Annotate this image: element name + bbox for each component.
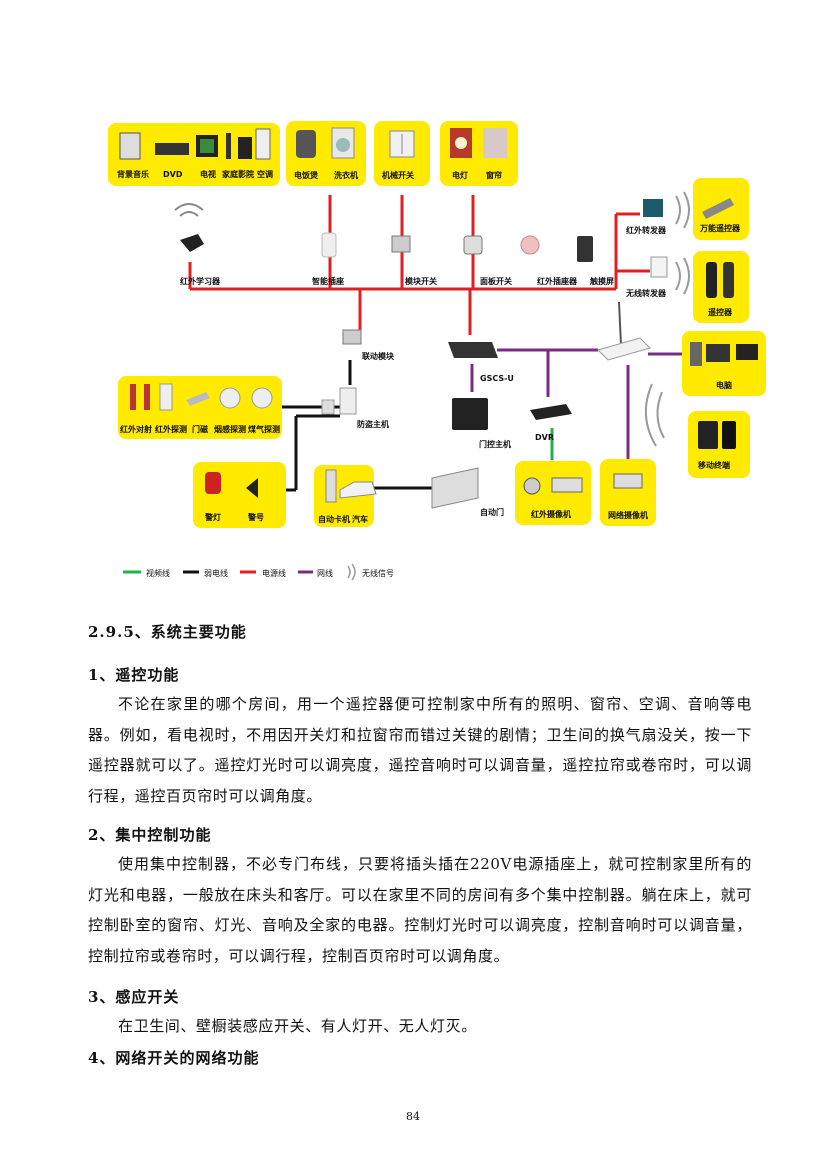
label-smart-socket: 智能插座	[312, 276, 344, 286]
label-dvr: DVR	[535, 433, 554, 442]
wireless-signal-arcs	[644, 191, 690, 447]
smart-home-system-diagram: 背景音乐 DVD 电视 家庭影院 空调 电饭煲 洗衣机 机械开关 电灯 窗帘 红…	[108, 121, 766, 581]
gscs-host: GSCS-U	[448, 342, 514, 383]
panel-mobile: 移动终端	[688, 411, 750, 478]
label-siren: 警号	[247, 512, 264, 522]
label-panel-switch: 面板开关	[480, 276, 512, 286]
label-auto-door: 自动门	[480, 507, 504, 517]
panel-alarms: 警灯 警号	[193, 462, 286, 528]
section-title: 2.9.5、系统主要功能	[88, 623, 247, 641]
para-central-control: 使用集中控制器，不必专门布线，只要将插头插在220V电源插座上，就可控制家里所有…	[88, 855, 752, 965]
label-module-switch: 模块开关	[405, 276, 437, 286]
ir-learner: 红外学习器	[174, 203, 221, 286]
label-ir-detect: 红外探测	[155, 424, 187, 434]
label-linkage-module: 联动模块	[362, 351, 395, 361]
label-gas-detect: 煤气探测	[248, 424, 280, 434]
label-door-host: 门控主机	[479, 439, 511, 449]
page-number: 84	[406, 1110, 420, 1123]
heading-network-switch: 4、网络开关的网络功能	[88, 1049, 260, 1067]
label-lamp: 电灯	[452, 170, 468, 180]
label-ir-beam: 红外对射	[120, 424, 152, 434]
panel-computer: 电脑	[682, 331, 766, 396]
legend-wireless: 无线信号	[362, 568, 394, 578]
label-mobile: 移动终端	[698, 460, 730, 470]
power-lines	[188, 195, 650, 335]
label-ac: 空调	[257, 169, 273, 179]
panel-net-camera: 网络摄像机	[600, 459, 656, 526]
legend-weak: 弱电线	[204, 568, 228, 578]
panel-appliances: 电饭煲 洗衣机	[286, 121, 366, 186]
legend-network: 网线	[317, 568, 333, 578]
panel-access: 自动卡机 汽车	[314, 465, 377, 527]
label-touch-screen: 触摸屏	[590, 276, 614, 286]
label-ir-socket: 红外插座器	[537, 276, 578, 286]
label-ir-repeater: 红外转发器	[626, 225, 667, 235]
auto-door: 自动门	[431, 467, 504, 517]
label-universal-remote: 万能遥控器	[699, 223, 741, 233]
label-warn-light: 警灯	[204, 512, 221, 522]
label-bg-music: 背景音乐	[117, 169, 149, 179]
label-home-theater: 家庭影院	[222, 169, 254, 179]
label-wireless-repeater: 无线转发器	[625, 288, 667, 298]
para-remote-control: 不论在家里的哪个房间，用一个遥控器便可控制家中所有的照明、窗帘、空调、音响等电器…	[88, 695, 752, 805]
label-smoke-detect: 烟感探测	[214, 424, 246, 434]
panel-universal-remote: 万能遥控器	[693, 178, 749, 240]
label-ir-learner: 红外学习器	[180, 276, 221, 286]
panel-ir-camera: 红外摄像机	[515, 461, 591, 525]
heading-central-control: 2、集中控制功能	[88, 826, 212, 844]
dvr: DVR	[530, 404, 572, 442]
label-curtain: 窗帘	[486, 170, 502, 180]
label-washer: 洗衣机	[334, 170, 358, 180]
panel-remote: 遥控器	[693, 251, 749, 323]
panel-lighting: 电灯 窗帘	[440, 121, 518, 186]
legend-power: 电源线	[262, 568, 286, 578]
door-host: 门控主机	[452, 398, 511, 449]
label-dvd: DVD	[163, 170, 183, 179]
label-net-camera: 网络摄像机	[608, 510, 648, 520]
network-lines	[470, 348, 682, 460]
label-computer: 电脑	[716, 380, 732, 390]
label-ir-camera: 红外摄像机	[531, 509, 571, 519]
legend-video: 视频线	[146, 568, 170, 578]
heading-remote-control: 1、遥控功能	[88, 666, 180, 684]
label-card-machine: 自动卡机	[318, 514, 350, 524]
label-door-sensor: 门磁	[192, 424, 208, 434]
label-remote: 遥控器	[708, 307, 733, 317]
heading-sensor-switch: 3、感应开关	[88, 988, 180, 1006]
label-gscs: GSCS-U	[480, 374, 514, 383]
label-alarm-host: 防盗主机	[357, 419, 389, 429]
label-car: 汽车	[352, 514, 368, 524]
label-tv: 电视	[200, 169, 216, 179]
alarm-host: 防盗主机	[321, 387, 389, 429]
para-sensor-switch: 在卫生间、壁橱装感应开关、有人灯开、无人灯灭。	[118, 1017, 477, 1035]
legend: 视频线 弱电线 电源线 网线 无线信号	[123, 563, 394, 581]
panel-mech-switch: 机械开关	[374, 121, 430, 186]
router	[597, 301, 651, 361]
panel-av-devices: 背景音乐 DVD 电视 家庭影院 空调	[108, 123, 280, 186]
linkage-module: 联动模块	[342, 329, 395, 361]
panel-detectors: 红外对射 红外探测 门磁 烟感探测 煤气探测	[118, 376, 282, 439]
label-rice-cooker: 电饭煲	[294, 170, 319, 180]
label-mech-switch: 机械开关	[382, 170, 414, 180]
